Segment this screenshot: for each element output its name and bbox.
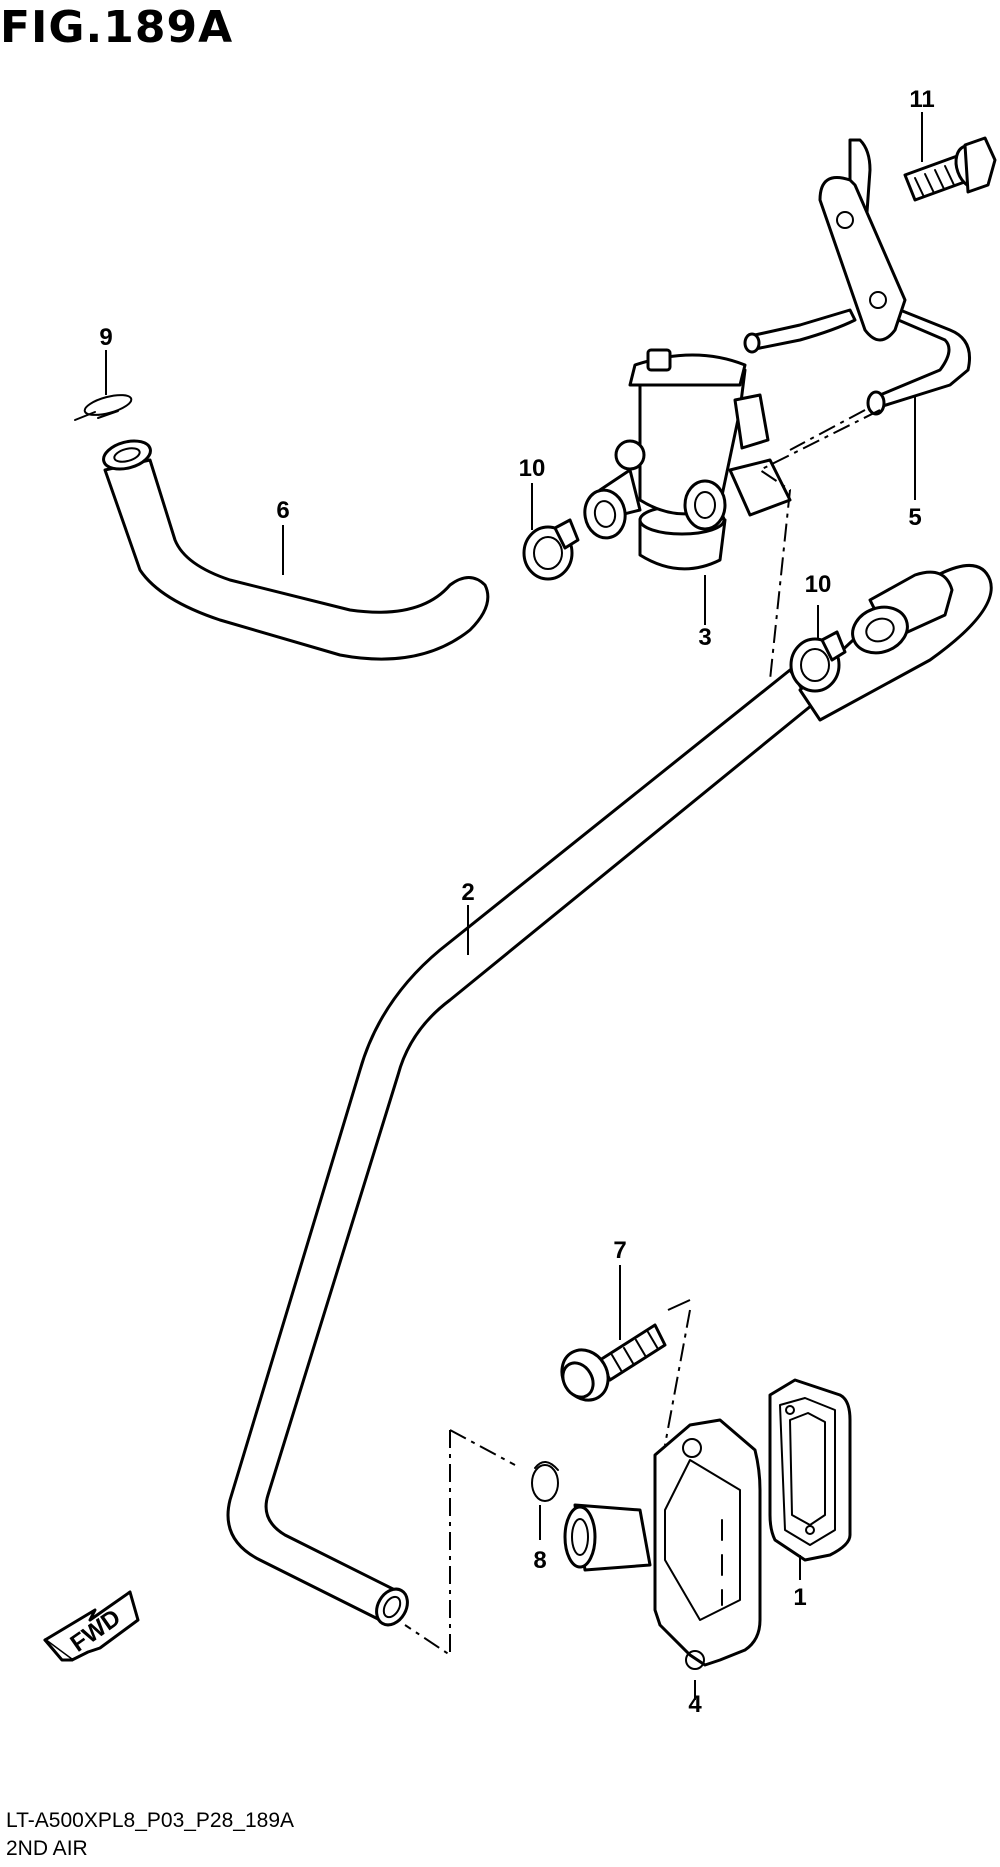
pipe-part-5 — [743, 138, 971, 416]
hose-part-6 — [102, 439, 490, 661]
bolt-part-7 — [560, 1323, 667, 1402]
valve-part-3 — [583, 348, 792, 571]
callout-4: 4 — [688, 1691, 702, 1718]
clip-part-9 — [74, 394, 133, 421]
callout-5: 5 — [908, 504, 921, 531]
callout-2: 2 — [461, 879, 474, 906]
bolt-part-11 — [903, 136, 997, 202]
gasket-part-1 — [768, 1378, 852, 1562]
callout-7: 7 — [613, 1237, 626, 1264]
clamp-part-10-lower — [789, 630, 847, 693]
assembly-line-hose — [758, 409, 881, 681]
assembly-line-oring — [449, 1429, 516, 1466]
figure-code: LT-A500XPL8_P03_P28_189A — [6, 1809, 295, 1832]
oring-part-8 — [531, 1461, 559, 1502]
callout-10-upper: 10 — [519, 455, 546, 482]
clamp-part-10-upper — [522, 518, 580, 581]
assembly-line-pipe — [789, 409, 866, 451]
callout-1: 1 — [793, 1584, 806, 1611]
callout-10-lower: 10 — [805, 571, 832, 598]
forward-arrow-icon: FWD — [43, 1590, 140, 1662]
callout-8: 8 — [533, 1547, 546, 1574]
hose-part-2 — [226, 564, 993, 1627]
cover-part-4 — [563, 1418, 762, 1670]
assembly-line-bolt — [664, 1309, 691, 1446]
callout-11: 11 — [909, 86, 934, 113]
assembly-line-cover — [404, 1430, 451, 1657]
callout-6: 6 — [276, 497, 289, 524]
figure-title: FIG.189A — [0, 2, 234, 53]
figure-name: 2ND AIR — [6, 1837, 88, 1860]
callout-9: 9 — [99, 324, 112, 351]
callout-3: 3 — [698, 624, 711, 651]
